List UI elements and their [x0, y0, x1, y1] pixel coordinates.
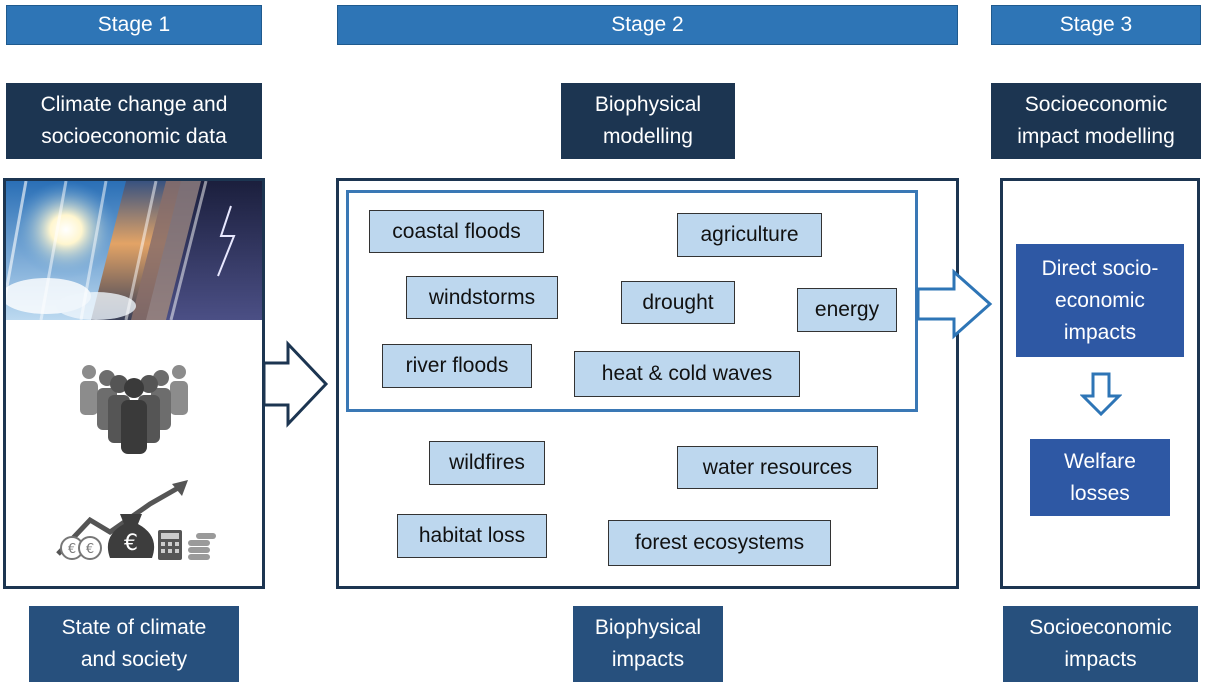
arrow-stage2-to-stage3: [916, 268, 993, 340]
output-line: impacts: [1064, 648, 1137, 671]
output-biophysical-impacts: Biophysical impacts: [573, 606, 723, 682]
sector-forest-ecosystems: forest ecosystems: [608, 520, 831, 566]
direct-impacts-line: impacts: [1063, 320, 1137, 344]
direct-impacts-line: Direct socio-: [1041, 256, 1159, 280]
header-line: Climate change and: [40, 93, 228, 116]
arrow-down-icon: [1080, 372, 1122, 416]
sector-water-resources: water resources: [677, 446, 878, 489]
output-state-of-climate: State of climate and society: [29, 606, 239, 682]
sector-drought: drought: [621, 281, 735, 324]
sector-windstorms: windstorms: [406, 276, 558, 319]
header-biophysical-modelling: Biophysical modelling: [561, 83, 735, 159]
header-line: Socioeconomic: [1024, 93, 1168, 116]
sector-river-floods: river floods: [382, 344, 532, 388]
welfare-losses-box: Welfare losses: [1030, 439, 1170, 516]
svg-text:€: €: [86, 542, 94, 557]
sector-wildfires: wildfires: [429, 441, 545, 485]
welfare-line: losses: [1070, 481, 1130, 505]
output-line: Socioeconomic: [1029, 616, 1172, 639]
sector-heat-cold-waves: heat & cold waves: [574, 351, 800, 397]
stage-3-bar: Stage 3: [991, 5, 1201, 45]
direct-impacts-box: Direct socio- economic impacts: [1016, 244, 1184, 357]
header-line: Biophysical: [594, 93, 702, 116]
sector-agriculture: agriculture: [677, 213, 822, 257]
output-line: Biophysical: [594, 616, 702, 639]
header-climate-data: Climate change and socioeconomic data: [6, 83, 262, 159]
output-line: and society: [80, 648, 188, 671]
direct-impacts-line: economic: [1055, 288, 1145, 312]
header-socioeconomic-modelling: Socioeconomic impact modelling: [991, 83, 1201, 159]
svg-text:€: €: [68, 542, 76, 557]
output-socioeconomic-impacts: Socioeconomic impacts: [1003, 606, 1198, 682]
output-line: State of climate: [61, 616, 207, 639]
weather-collage-image: [6, 181, 262, 320]
welfare-line: Welfare: [1064, 449, 1136, 473]
sector-energy: energy: [797, 288, 897, 332]
stage-2-bar: Stage 2: [337, 5, 958, 45]
header-line: modelling: [603, 125, 693, 148]
stage-1-bar: Stage 1: [6, 5, 262, 45]
sector-coastal-floods: coastal floods: [369, 210, 544, 253]
euro-finance-icon: € € €: [56, 480, 216, 560]
population-icon: [80, 365, 188, 454]
svg-text:€: €: [124, 531, 138, 556]
sector-habitat-loss: habitat loss: [397, 514, 547, 558]
arrow-stage1-to-stage2: [262, 340, 329, 428]
header-line: socioeconomic data: [41, 125, 227, 148]
header-line: impact modelling: [1017, 125, 1175, 148]
output-line: impacts: [611, 648, 685, 671]
